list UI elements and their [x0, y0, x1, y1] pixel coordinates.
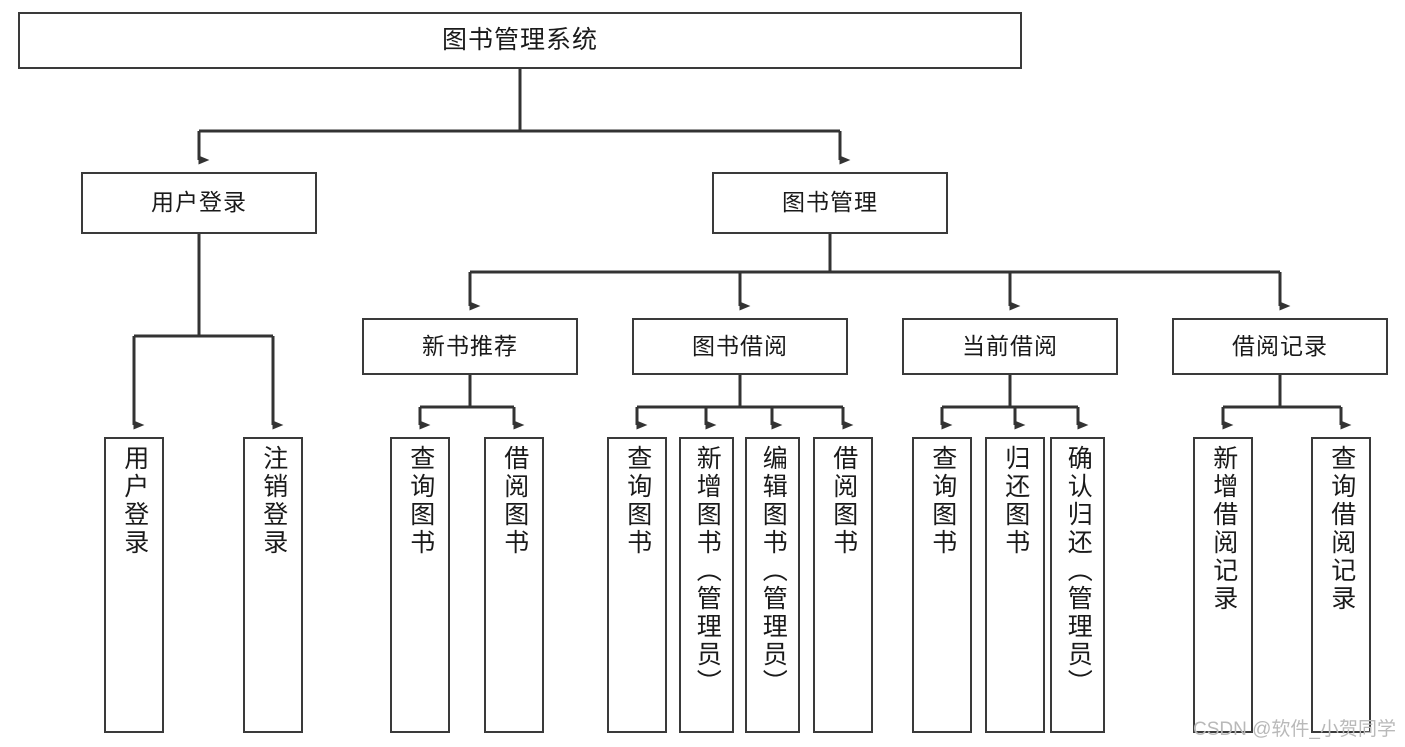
node-new-book-recommend[interactable]: 新书推荐	[362, 318, 578, 375]
node-book-manage-label: 图书管理	[782, 189, 878, 216]
node-leaf-label: 编辑图书（管理员）	[759, 445, 788, 697]
node-leaf-label: 新增借阅记录	[1209, 445, 1238, 613]
node-borrow-record[interactable]: 借阅记录	[1172, 318, 1388, 375]
node-leaf-return-book[interactable]: 归还图书	[985, 437, 1045, 733]
node-user-login[interactable]: 用户登录	[81, 172, 317, 234]
node-current-borrow[interactable]: 当前借阅	[902, 318, 1118, 375]
node-leaf-query-book-recommend[interactable]: 查询图书	[390, 437, 450, 733]
node-leaf-label: 用户登录	[120, 445, 149, 557]
node-book-borrow-label: 图书借阅	[692, 332, 788, 359]
node-leaf-user-login[interactable]: 用户登录	[104, 437, 164, 733]
node-root-system[interactable]: 图书管理系统	[18, 12, 1022, 69]
node-leaf-label: 查询借阅记录	[1327, 445, 1356, 613]
node-leaf-confirm-return-admin[interactable]: 确认归还（管理员）	[1050, 437, 1105, 733]
node-leaf-label: 归还图书	[1001, 445, 1030, 557]
node-book-borrow[interactable]: 图书借阅	[632, 318, 848, 375]
node-leaf-label: 查询图书	[928, 445, 957, 557]
node-leaf-query-book-current[interactable]: 查询图书	[912, 437, 972, 733]
node-leaf-logout-login[interactable]: 注销登录	[243, 437, 303, 733]
node-leaf-borrow-book-recommend[interactable]: 借阅图书	[484, 437, 544, 733]
node-leaf-label: 确认归还（管理员）	[1064, 445, 1093, 697]
node-leaf-add-borrow-record[interactable]: 新增借阅记录	[1193, 437, 1253, 733]
node-leaf-edit-book-admin[interactable]: 编辑图书（管理员）	[745, 437, 800, 733]
node-leaf-label: 借阅图书	[500, 445, 529, 557]
node-root-label: 图书管理系统	[441, 25, 598, 54]
node-leaf-label: 注销登录	[259, 445, 288, 557]
node-book-manage[interactable]: 图书管理	[712, 172, 948, 234]
node-leaf-label: 借阅图书	[829, 445, 858, 557]
node-leaf-label: 查询图书	[406, 445, 435, 557]
csdn-watermark: CSDN @软件_小贺同学	[1193, 719, 1396, 740]
node-user-login-label: 用户登录	[151, 189, 247, 216]
node-leaf-add-book-admin[interactable]: 新增图书（管理员）	[679, 437, 734, 733]
node-leaf-query-book-borrow[interactable]: 查询图书	[607, 437, 667, 733]
node-leaf-label: 查询图书	[623, 445, 652, 557]
node-leaf-query-borrow-record[interactable]: 查询借阅记录	[1311, 437, 1371, 733]
node-current-borrow-label: 当前借阅	[962, 332, 1058, 359]
node-leaf-label: 新增图书（管理员）	[693, 445, 722, 697]
node-new-book-recommend-label: 新书推荐	[422, 332, 518, 359]
node-borrow-record-label: 借阅记录	[1232, 332, 1328, 359]
node-leaf-borrow-book[interactable]: 借阅图书	[813, 437, 873, 733]
